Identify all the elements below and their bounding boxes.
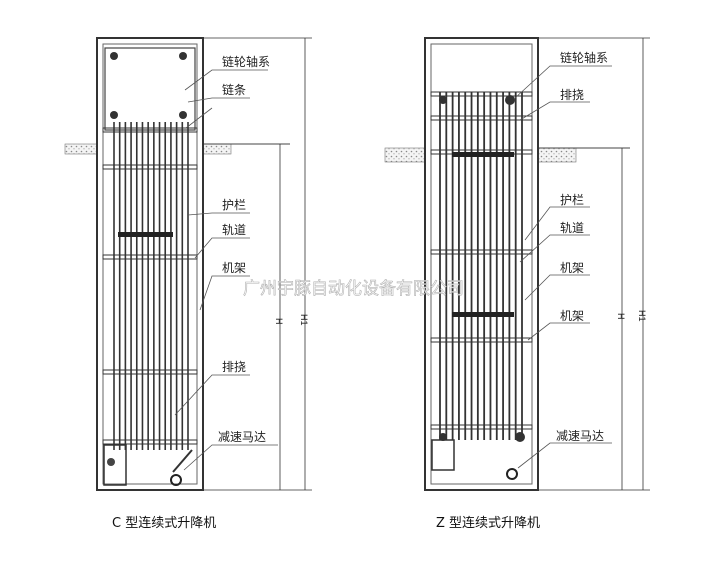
c-type-lift: 链轮轴系 链条 护栏 轨道 机架 排挠 减速马达 H H1 C 型连续式升降机 xyxy=(64,37,312,531)
caption-z-type: Z 型连续式升降机 xyxy=(436,515,540,531)
rail-band xyxy=(102,164,198,170)
rail-band xyxy=(430,91,533,97)
label-guardrail: 护栏 xyxy=(560,192,584,207)
rail-band xyxy=(102,254,198,260)
dim-h1: H1 xyxy=(637,310,647,322)
sprocket xyxy=(515,432,525,442)
label-gear-motor: 减速马达 xyxy=(556,429,604,443)
sprocket xyxy=(439,433,447,441)
sprocket xyxy=(179,52,187,60)
label-frame-2: 机架 xyxy=(560,309,584,323)
label-track: 轨道 xyxy=(222,223,246,237)
rail-band xyxy=(430,337,533,343)
frame xyxy=(424,37,539,491)
rails xyxy=(102,127,198,445)
motor xyxy=(170,474,182,486)
motor-base xyxy=(431,439,455,471)
frame xyxy=(96,37,204,491)
slats xyxy=(113,122,189,450)
rail-band xyxy=(102,369,198,375)
sprocket xyxy=(179,111,187,119)
label-frame: 机架 xyxy=(222,261,246,275)
rail-band xyxy=(430,249,533,255)
motor xyxy=(506,468,518,480)
label-frame: 机架 xyxy=(560,261,584,275)
label-slat: 排挠 xyxy=(222,360,246,374)
label-track: 轨道 xyxy=(560,221,584,235)
rail-band xyxy=(102,127,198,133)
label-slat: 排挠 xyxy=(560,88,584,102)
dim-h: H xyxy=(616,313,626,320)
ground-left xyxy=(64,143,98,155)
rail-band xyxy=(102,439,198,445)
label-gear-motor: 减速马达 xyxy=(218,430,266,444)
sprocket-box xyxy=(104,47,196,131)
sprocket xyxy=(505,95,515,105)
motor-base xyxy=(103,444,127,486)
label-sprocket-shaft: 链轮轴系 xyxy=(560,50,608,65)
ground-left xyxy=(384,147,426,163)
sprocket xyxy=(110,52,118,60)
label-chain: 链条 xyxy=(222,82,246,97)
dim-h: H xyxy=(274,318,284,325)
ground-right xyxy=(537,147,577,163)
watermark: 广州宇豚自动化设备有限公司 xyxy=(243,279,464,299)
label-guardrail: 护栏 xyxy=(222,197,246,212)
z-type-lift: 链轮轴系 排挠 护栏 轨道 机架 机架 减速马达 H H1 Z 型连续式升降机 xyxy=(384,37,650,531)
dim-h1: H1 xyxy=(299,314,309,326)
rail-band xyxy=(430,115,533,121)
caption-c-type: C 型连续式升降机 xyxy=(112,515,216,531)
sprocket xyxy=(110,111,118,119)
sprocket xyxy=(439,96,447,104)
label-sprocket-shaft: 链轮轴系 xyxy=(222,54,270,69)
ground-right xyxy=(202,143,232,155)
slats xyxy=(439,92,523,440)
rail-band xyxy=(430,424,533,430)
